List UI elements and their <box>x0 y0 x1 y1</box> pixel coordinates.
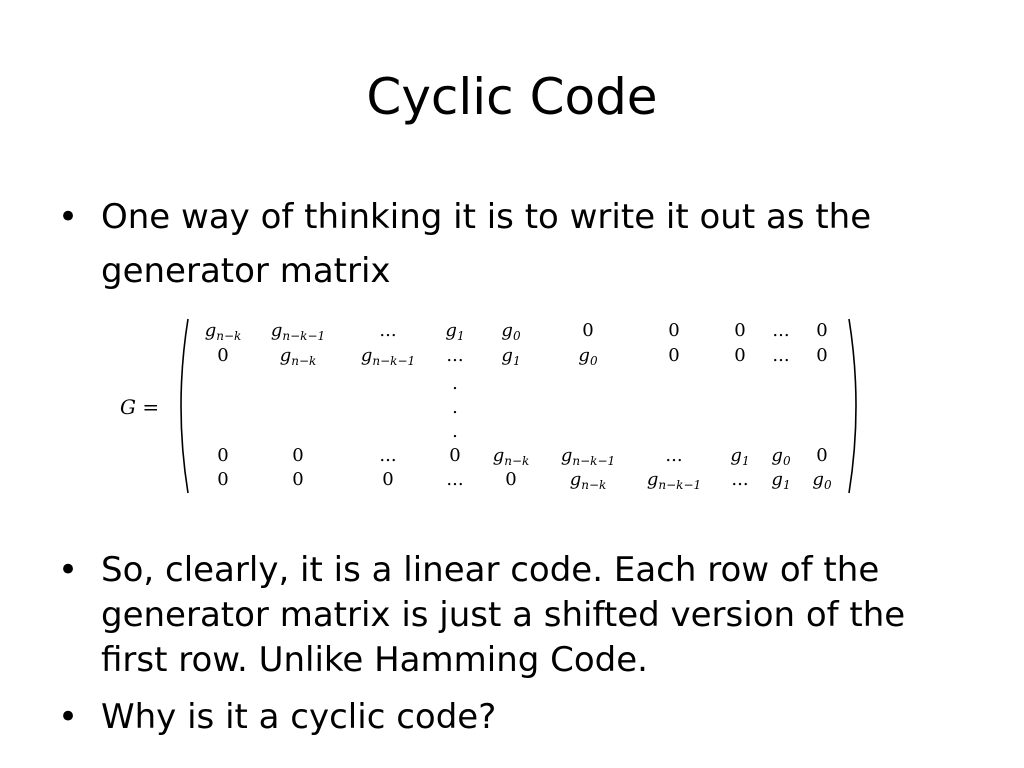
matrix-cell: gn−k <box>569 469 607 492</box>
matrix-cell: 0 <box>217 469 229 490</box>
matrix-cell: g0 <box>812 469 832 492</box>
matrix-cell: ... <box>731 469 749 490</box>
bullet-marker: • <box>58 197 79 237</box>
matrix-cell: g1 <box>501 345 521 368</box>
matrix-cell: 0 <box>505 469 517 490</box>
matrix-cell: 0 <box>816 345 828 366</box>
matrix-cell: gn−k−1 <box>270 320 326 343</box>
matrix-symbol: G <box>120 395 136 419</box>
bullet-2: • So, clearly, it is a linear code. Each… <box>58 548 958 683</box>
slide-title: Cyclic Code <box>366 68 658 126</box>
matrix-cell: . <box>452 397 458 418</box>
bullet-text: One way of thinking it is to write it ou… <box>101 197 872 291</box>
matrix-cell: 0 <box>734 345 746 366</box>
matrix-cell: 0 <box>292 469 304 490</box>
matrix-cell: ... <box>772 320 790 341</box>
bullet-text: So, clearly, it is a linear code. Each r… <box>101 550 906 680</box>
matrix-cell: ... <box>446 345 464 366</box>
matrix-cell: gn−k−1 <box>360 345 416 368</box>
matrix-cell: 0 <box>217 345 229 366</box>
matrix-cell: g0 <box>501 320 521 343</box>
equals-sign: = <box>142 395 160 419</box>
matrix-cell: g1 <box>771 469 791 492</box>
left-parenthesis <box>180 318 189 494</box>
matrix-cell: gn−k <box>279 345 317 368</box>
bullet-marker: • <box>58 697 79 737</box>
matrix-cell: 0 <box>292 445 304 466</box>
matrix-cell: 0 <box>217 445 229 466</box>
matrix-cell: gn−k−1 <box>560 445 616 468</box>
matrix-cell: ... <box>772 345 790 366</box>
right-parenthesis <box>848 318 857 494</box>
matrix-cell: gn−k <box>492 445 530 468</box>
matrix-cell: g0 <box>771 445 791 468</box>
matrix-cell: g1 <box>445 320 465 343</box>
matrix-cell: . <box>452 421 458 442</box>
matrix-cell: 0 <box>668 320 680 341</box>
matrix-cell: ... <box>379 320 397 341</box>
matrix-cell: gn−k−1 <box>646 469 702 492</box>
matrix-cell: ... <box>379 445 397 466</box>
matrix-cell: g1 <box>730 445 750 468</box>
matrix-cell: g0 <box>578 345 598 368</box>
matrix-cell: gn−k <box>204 320 242 343</box>
matrix-cell: ... <box>665 445 683 466</box>
matrix-cell: 0 <box>668 345 680 366</box>
matrix-cell: 0 <box>449 445 461 466</box>
matrix-label: G = <box>120 395 159 419</box>
bullet-marker: • <box>58 550 79 590</box>
matrix-cell: 0 <box>582 320 594 341</box>
matrix-cell: . <box>452 373 458 394</box>
matrix-cell: 0 <box>382 469 394 490</box>
bullet-3: • Why is it a cyclic code? <box>58 695 958 740</box>
matrix-cell: 0 <box>816 320 828 341</box>
bullet-1: • One way of thinking it is to write it … <box>58 190 958 298</box>
matrix-cell: 0 <box>734 320 746 341</box>
matrix-cell: 0 <box>816 445 828 466</box>
bullet-text: Why is it a cyclic code? <box>101 697 497 737</box>
matrix-cell: ... <box>446 469 464 490</box>
